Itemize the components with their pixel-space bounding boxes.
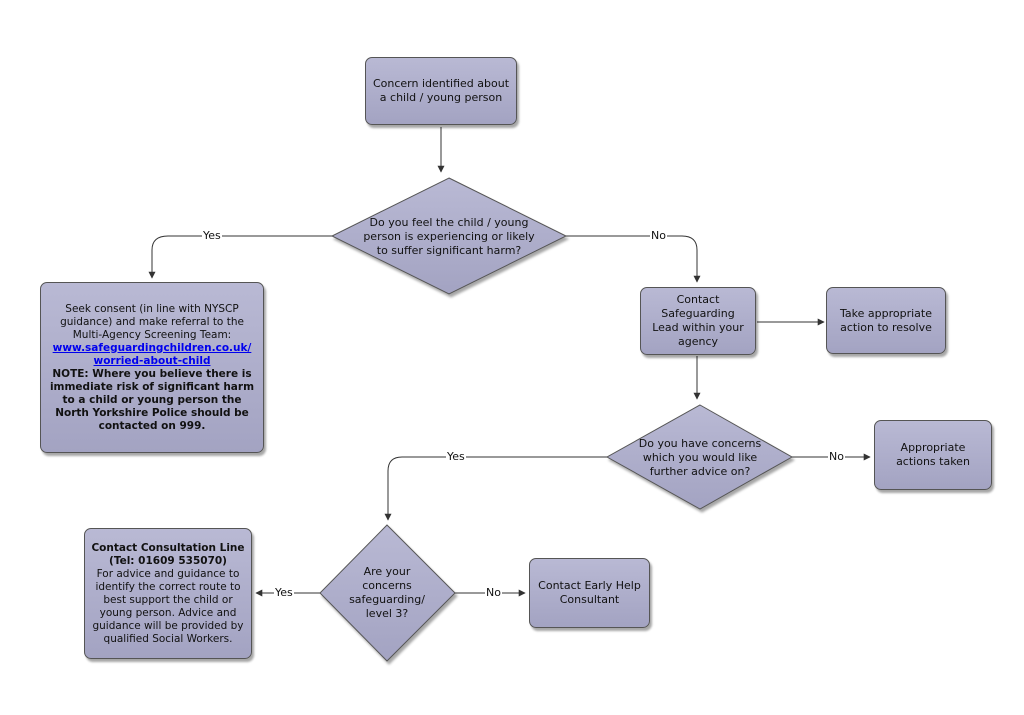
referral-note: NOTE: Where you believe there is immedia… <box>49 367 255 432</box>
edge-harm-no <box>566 235 701 283</box>
consultation-tel: (Tel: 01609 535070) <box>109 554 227 567</box>
edge-further-yes <box>384 456 607 521</box>
edge-label-harm-no: No <box>650 229 667 242</box>
diamond-level3 <box>319 524 456 662</box>
edge-label-level3-yes: Yes <box>274 586 294 599</box>
diamond-harm <box>330 177 568 295</box>
diamond-level3-text-wrap: Are your concerns safeguarding/ level 3? <box>340 562 434 624</box>
edge-label-level3-no: No <box>485 586 502 599</box>
diamond-further-text: Do you have concerns which you would lik… <box>638 437 762 478</box>
node-take-action: Take appropriate action to resolve <box>826 287 946 354</box>
diamond-level3-text: Are your concerns safeguarding/ level 3? <box>349 565 425 620</box>
diamond-harm-text-wrap: Do you feel the child / young person is … <box>360 214 538 260</box>
diamond-harm-text: Do you feel the child / young person is … <box>363 216 535 257</box>
node-referral: Seek consent (in line with NYSCP guidanc… <box>40 282 264 453</box>
node-contact-lead: Contact Safeguarding Lead within your ag… <box>640 287 756 355</box>
diamond-further <box>605 404 794 510</box>
node-actions-taken-text: Appropriate actions taken <box>896 441 970 468</box>
edge-harm-yes <box>148 235 332 279</box>
node-actions-taken: Appropriate actions taken <box>874 420 992 490</box>
edge-label-further-yes: Yes <box>446 450 466 463</box>
edge-label-further-no: No <box>828 450 845 463</box>
referral-link-line1[interactable]: www.safeguardingchildren.co.uk/ <box>52 341 252 354</box>
referral-intro: Seek consent (in line with NYSCP guidanc… <box>60 302 244 341</box>
diamond-further-text-wrap: Do you have concerns which you would lik… <box>632 437 768 478</box>
consultation-title: Contact Consultation Line <box>91 541 245 554</box>
consultation-body: For advice and guidance to identify the … <box>92 567 244 645</box>
node-early-help-text: Contact Early Help Consultant <box>538 579 641 606</box>
node-start-text: Concern identified about a child / young… <box>372 77 510 104</box>
node-early-help: Contact Early Help Consultant <box>529 558 650 628</box>
node-take-action-text: Take appropriate action to resolve <box>840 306 932 334</box>
edge-label-harm-yes: Yes <box>202 229 222 242</box>
node-start: Concern identified about a child / young… <box>365 57 517 125</box>
node-consultation: Contact Consultation Line (Tel: 01609 53… <box>84 528 252 659</box>
node-contact-lead-text: Contact Safeguarding Lead within your ag… <box>652 293 744 348</box>
referral-link-line2[interactable]: worried-about-child <box>93 354 211 367</box>
